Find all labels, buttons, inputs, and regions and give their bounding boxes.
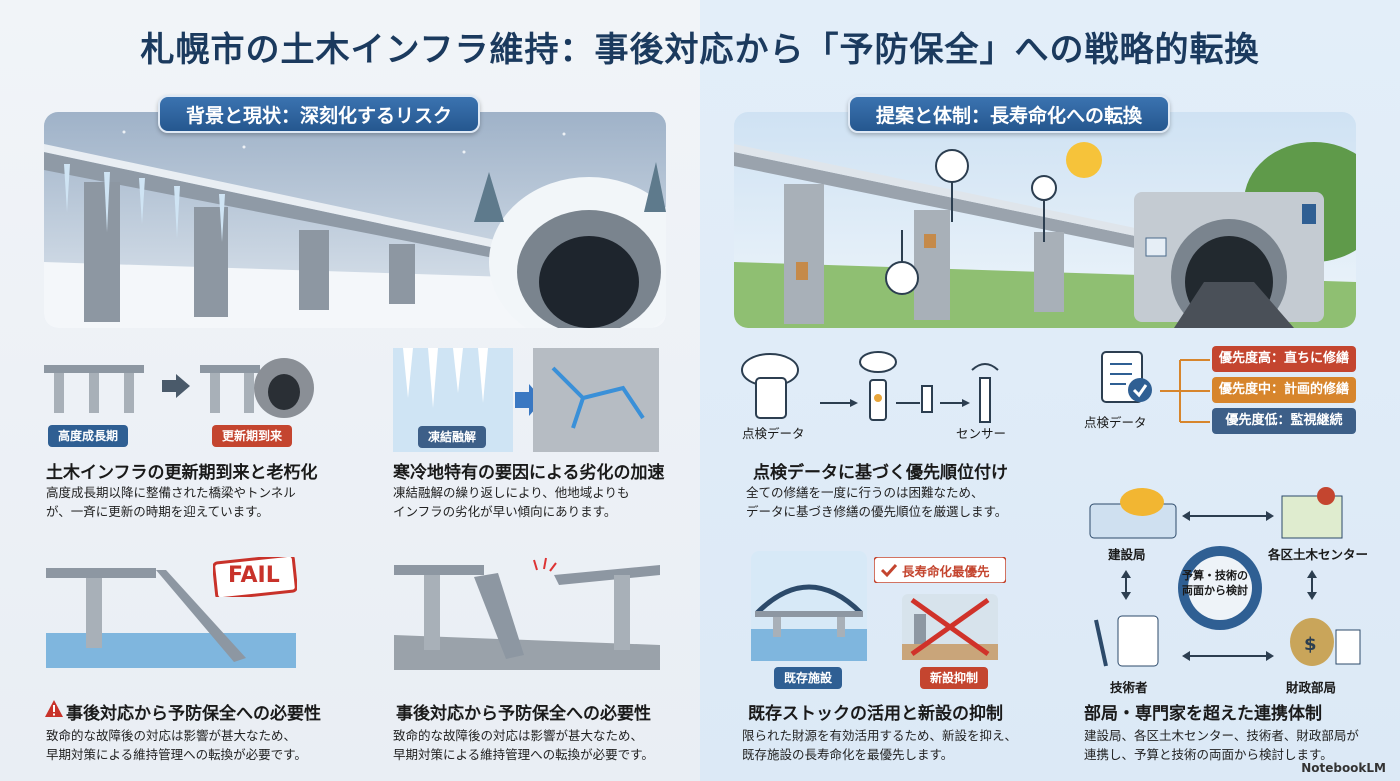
panel2-title: 寒冷地特有の要因による劣化の加速 [393, 463, 665, 483]
node-finance: 財政部局 [1286, 680, 1337, 695]
tag-renewal: 更新期到来 [212, 425, 293, 447]
right-section-header: 提案と体制：長寿命化への転換 [848, 95, 1171, 133]
priority-mid: 優先度中：計画的修繕 [1212, 377, 1356, 403]
priority-high: 優先度高：直ちに修繕 [1212, 346, 1356, 372]
hero-monitored-bridge-tunnel [734, 112, 1356, 328]
sensor-flow-illustration [740, 348, 1030, 428]
priority-low: 優先度低：監視継続 [1212, 408, 1356, 434]
right-panel3-title: 既存ストックの活用と新設の抑制 [748, 704, 1003, 724]
svg-text:$: $ [1304, 634, 1317, 655]
fail-label: FAIL [228, 563, 280, 588]
hero-winter-bridge-tunnel [44, 112, 666, 328]
freeze-thaw-illustration [393, 348, 659, 452]
node-ward-center: 各区土木センター [1268, 547, 1369, 562]
panel4-title: 事後対応から予防保全への必要性 [396, 704, 651, 724]
gear-center-text: 予算・技術の両面から検討 [1182, 569, 1248, 597]
existing-bridge-illustration [751, 551, 867, 661]
panel4-text-2: 早期対策による維持管理への転換が必要です。 [393, 747, 654, 762]
broken-bridge-illustration [394, 555, 660, 670]
panel1-text-2: が、一斉に更新の時期を迎えています。 [46, 504, 269, 519]
warning-icon [44, 699, 64, 719]
panel3-title: 事後対応から予防保全への必要性 [66, 704, 321, 724]
badge-longevity-priority: 長寿命化最優先 [902, 564, 990, 579]
label-inspection-data: 点検データ [742, 426, 805, 441]
page-title: 札幌市の土木インフラ維持：事後対応から「予防保全」への戦略的転換 [140, 30, 1260, 70]
tag-new-suppression: 新設抑制 [920, 667, 989, 689]
right-panel1-text-1: 全ての修繕を一度に行うのは困難なため、 [746, 485, 984, 500]
watermark: NotebookLM [1301, 761, 1386, 775]
node-engineer: 技術者 [1110, 680, 1148, 695]
right-panel4-title: 部局・専門家を超えた連携体制 [1084, 704, 1322, 724]
right-panel1-title: 点検データに基づく優先順位付け [753, 463, 1008, 483]
panel4-text-1: 致命的な故障後の対応は影響が甚大なため、 [393, 728, 644, 743]
right-panel3-text-1: 限られた財源を有効活用するため、新設を抑え、 [742, 728, 1018, 743]
tag-high-growth: 高度成長期 [48, 425, 129, 447]
collaboration-diagram: $ [1086, 480, 1366, 680]
left-section-header: 背景と現状：深刻化するリスク [158, 95, 481, 133]
tag-existing-facility: 既存施設 [774, 667, 843, 689]
tag-freeze-thaw: 凍結融解 [418, 426, 487, 448]
panel1-text-1: 高度成長期以降に整備された橋梁やトンネル [46, 485, 296, 500]
collapsed-bridge-illustration [46, 558, 296, 668]
checklist-icon [1096, 348, 1156, 408]
panel3-text-2: 早期対策による維持管理への転換が必要です。 [46, 747, 307, 762]
node-construction-bureau: 建設局 [1108, 547, 1146, 562]
panel2-text-1: 凍結融解の繰り返しにより、他地域よりも [393, 485, 630, 500]
priority-branch-lines [1160, 356, 1212, 426]
check-icon [874, 557, 1006, 583]
right-panel1-text-2: データに基づき修繕の優先順位を厳選します。 [746, 504, 1008, 519]
right-panel4-text-2: 連携し、予算と技術の両面から検討します。 [1084, 747, 1333, 762]
right-panel3-text-2: 既存施設の長寿命化を最優先します。 [742, 747, 954, 762]
label-inspection-data-2: 点検データ [1084, 415, 1147, 430]
panel3-text-1: 致命的な故障後の対応は影響が甚大なため、 [46, 728, 297, 743]
fail-stamp [213, 557, 297, 597]
aging-bridge-illustration [44, 350, 314, 420]
new-construction-cross-illustration [902, 594, 998, 660]
panel1-title: 土木インフラの更新期到来と老朽化 [46, 463, 318, 483]
right-panel4-text-1: 建設局、各区土木センター、技術者、財政部局が [1084, 728, 1359, 743]
panel2-text-2: インフラの劣化が早い傾向にあります。 [393, 504, 617, 519]
label-sensor: センサー [956, 426, 1007, 441]
